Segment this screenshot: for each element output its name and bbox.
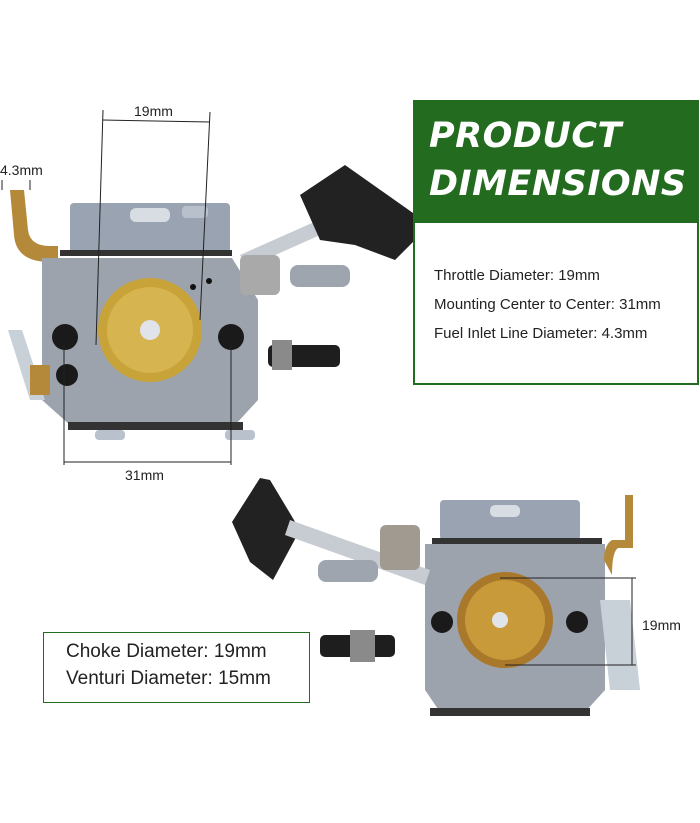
panel-title-line1: PRODUCT xyxy=(429,116,622,156)
choke-dimension-label: 19mm xyxy=(642,617,681,633)
choke-venturi-box: Choke Diameter: 19mm Venturi Diameter: 1… xyxy=(43,632,310,703)
venturi-diameter-text: Venturi Diameter: 15mm xyxy=(66,668,271,689)
mount-dimension-label: 31mm xyxy=(125,467,164,483)
spec-mounting: Mounting Center to Center: 31mm xyxy=(434,296,661,313)
front-dimension-lines xyxy=(1,109,232,465)
rear-carburetor-image xyxy=(232,478,640,716)
front-carburetor-image xyxy=(8,165,430,440)
inlet-dimension-label: 4.3mm xyxy=(0,162,43,178)
choke-diameter-text: Choke Diameter: 19mm xyxy=(66,641,267,662)
product-dimensions-panel: PRODUCT DIMENSIONS Throttle Diameter: 19… xyxy=(413,100,699,385)
throttle-dimension-label: 19mm xyxy=(134,103,173,119)
spec-fuel-inlet: Fuel Inlet Line Diameter: 4.3mm xyxy=(434,325,648,342)
rear-dimension-lines xyxy=(500,577,636,666)
panel-header: PRODUCT DIMENSIONS xyxy=(415,102,697,223)
panel-title-line2: DIMENSIONS xyxy=(429,164,687,204)
spec-throttle: Throttle Diameter: 19mm xyxy=(434,267,600,284)
